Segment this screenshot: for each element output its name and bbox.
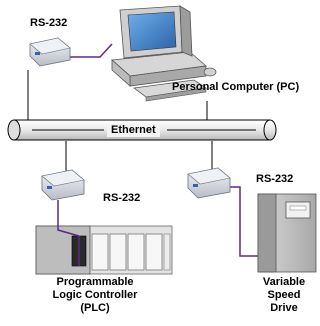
vsd-label: Variable Speed Drive	[252, 276, 316, 315]
pc-serial-cable	[66, 43, 113, 58]
plc-label-line1: Programmable	[56, 276, 134, 288]
rs232-plc-label: RS-232	[103, 192, 141, 204]
ethernet-drops	[27, 70, 213, 176]
vsd-label-line3: Drive	[270, 302, 298, 314]
personal-computer	[111, 5, 217, 102]
ethernet-label: Ethernet	[107, 124, 160, 137]
plc-serial-cable	[57, 200, 80, 237]
plc-rack	[35, 225, 173, 275]
rs232-converter-plc	[41, 169, 85, 201]
rs232-pc-label: RS-232	[30, 17, 68, 29]
rs232-converter-vsd	[187, 167, 231, 199]
vsd-label-line1: Variable	[262, 276, 306, 288]
vsd-serial-cable	[212, 186, 258, 257]
vsd-label-line2: Speed	[267, 289, 301, 301]
personal-computer-label: Personal Computer (PC)	[172, 81, 300, 93]
plc-label-line3: (PLC)	[80, 302, 110, 314]
rs232-converter-pc	[29, 37, 71, 67]
rs232-vsd-label: RS-232	[256, 173, 294, 185]
variable-speed-drive	[257, 193, 317, 273]
plc-label-line2: Logic Controller	[52, 289, 138, 301]
plc-label: Programmable Logic Controller (PLC)	[34, 276, 156, 315]
pc-screen	[127, 11, 177, 52]
